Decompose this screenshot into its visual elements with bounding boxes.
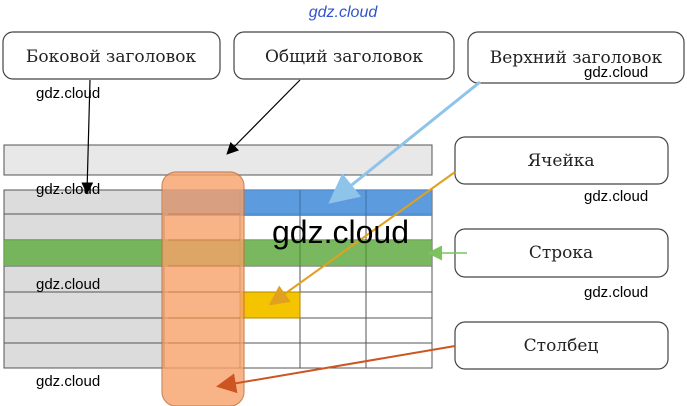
watermark-top: gdz.cloud [309, 4, 379, 21]
label-cell-text: Ячейка [527, 151, 594, 171]
label-cell: Ячейка [454, 136, 669, 185]
label-common-header-text: Общий заголовок [265, 47, 423, 67]
label-column-text: Столбец [524, 336, 599, 356]
arrow-cell [268, 171, 456, 306]
column-highlight [161, 171, 245, 406]
watermark-4: gdz.cloud [584, 188, 648, 205]
watermark-3: gdz.cloud [36, 181, 100, 198]
arrow-side-header [81, 79, 94, 195]
label-top-header: Верхний заголовок [467, 31, 685, 84]
label-common-header: Общий заголовок [233, 31, 455, 80]
label-row: Строка [454, 228, 669, 278]
watermark-big: gdz.cloud [272, 214, 409, 250]
label-side-header-text: Боковой заголовок [26, 47, 197, 67]
side-header-area [3, 189, 165, 369]
arrow-column [216, 345, 456, 394]
watermark-7: gdz.cloud [36, 373, 100, 390]
watermark-1: gdz.cloud [36, 85, 100, 102]
watermark-2: gdz.cloud [584, 64, 648, 81]
common-header-bar [3, 144, 433, 176]
cell-highlight [239, 291, 301, 319]
label-row-text: Строка [529, 243, 593, 263]
watermark-5: gdz.cloud [36, 276, 100, 293]
arrow-top-header [328, 80, 481, 204]
label-side-header: Боковой заголовок [2, 31, 221, 80]
arrow-common-header [226, 79, 301, 155]
watermark-6: gdz.cloud [584, 284, 648, 301]
label-top-header-text: Верхний заголовок [490, 48, 663, 68]
label-column: Столбец [454, 321, 669, 370]
